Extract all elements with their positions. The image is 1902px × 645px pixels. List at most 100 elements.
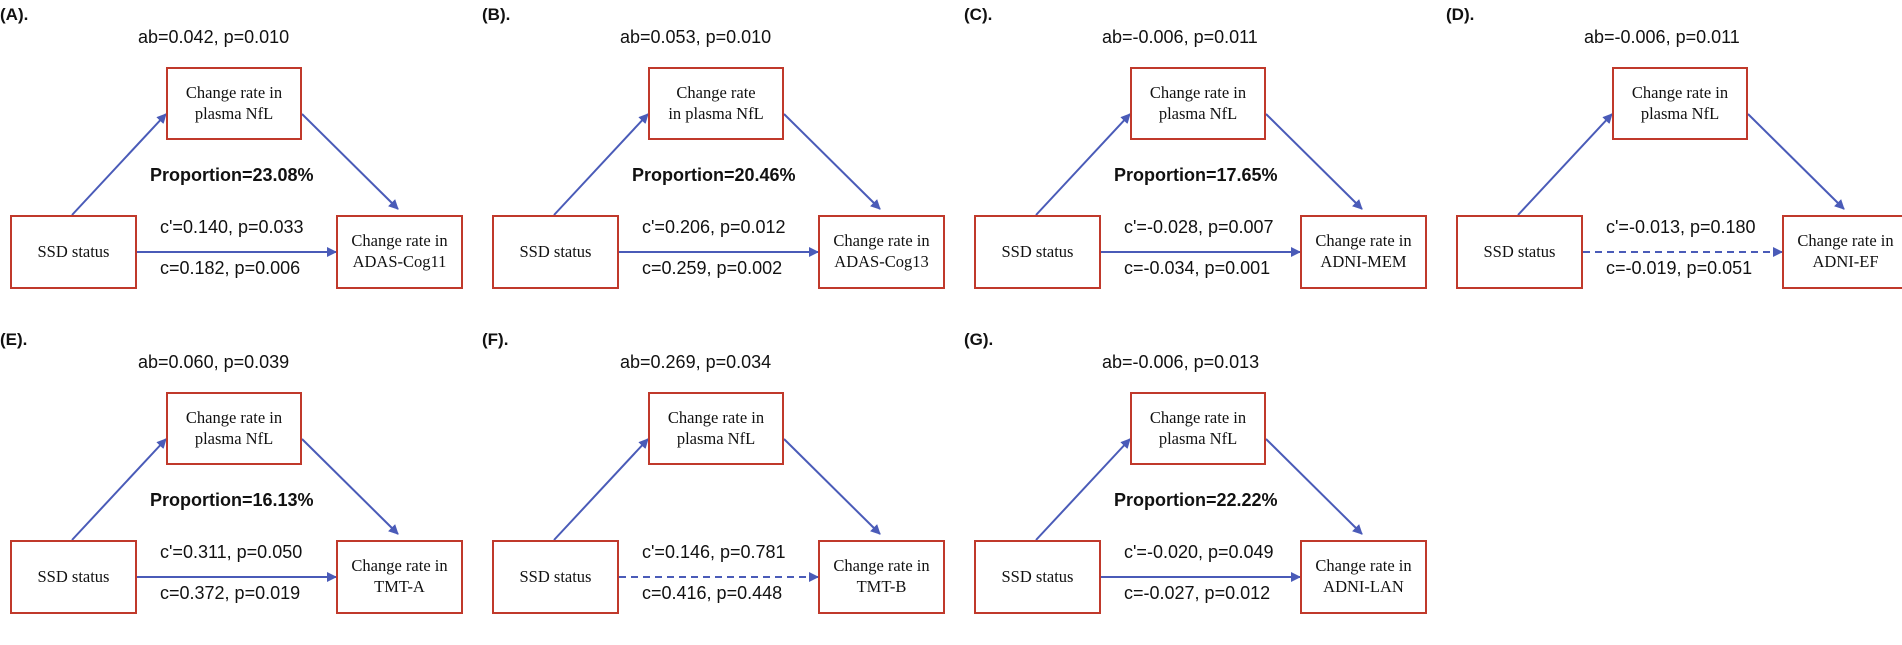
predictor-box: SSD status [492, 540, 619, 614]
total-effect-label: c=0.182, p=0.006 [160, 258, 301, 278]
outcome-box: Change rate in TMT-A [336, 540, 463, 614]
mediator-box: Change rate in plasma NfL [166, 392, 302, 465]
indirect-effect-label: ab=0.042, p=0.010 [138, 27, 290, 47]
mediator-box-text: Change rate in plasma NfL [667, 407, 765, 448]
path-arrows [553, 438, 881, 582]
outcome-box: Change rate in ADNI-LAN [1300, 540, 1427, 614]
predictor-box-text: SSD status [1483, 241, 1556, 261]
path-arrows [71, 113, 399, 257]
arrow-a-path [1035, 113, 1131, 216]
arrow-a-path [71, 438, 167, 541]
mediator-box: Change rate in plasma NfL [1130, 67, 1266, 140]
proportion-label: Proportion=22.22% [1114, 490, 1278, 510]
predictor-box-text: SSD status [37, 566, 110, 586]
arrow-b-path [301, 113, 399, 210]
outcome-box-text: Change rate in ADNI-MEM [1315, 231, 1412, 271]
indirect-effect-label: ab=0.060, p=0.039 [138, 352, 290, 372]
mediation-panel: (F). ab=0.269, p=0.034 c'=0.146, p=0.781 c=… [482, 325, 952, 645]
indirect-effect-label: ab=0.269, p=0.034 [620, 352, 772, 372]
path-arrows [1035, 113, 1363, 257]
arrow-b-path [1265, 113, 1363, 210]
direct-effect-label: c'=0.140, p=0.033 [160, 217, 304, 237]
predictor-box-text: SSD status [1001, 241, 1074, 261]
predictor-box-text: SSD status [1001, 566, 1074, 586]
path-arrows [553, 113, 881, 257]
outcome-box: Change rate in ADNI-EF [1782, 215, 1902, 289]
arrow-b-path [1265, 438, 1363, 535]
panel-label: (E). [0, 330, 28, 349]
outcome-box-text: Change rate in ADNI-LAN [1315, 556, 1412, 596]
predictor-box: SSD status [974, 215, 1101, 289]
outcome-box: Change rate in ADNI-MEM [1300, 215, 1427, 289]
mediator-box: Change rate in plasma NfL [1612, 67, 1748, 140]
total-effect-label: c=0.259, p=0.002 [642, 258, 783, 278]
outcome-box: Change rate in ADAS-Cog11 [336, 215, 463, 289]
predictor-box-text: SSD status [37, 241, 110, 261]
path-arrows [1517, 113, 1845, 257]
arrow-b-path [783, 113, 881, 210]
total-effect-label: c=0.372, p=0.019 [160, 583, 301, 603]
arrow-b-path [301, 438, 399, 535]
outcome-box-text: Change rate in TMT-A [351, 556, 448, 596]
mediator-box: Change rate in plasma NfL [648, 67, 784, 140]
predictor-box: SSD status [1456, 215, 1583, 289]
panel-label: (D). [1446, 5, 1475, 24]
direct-effect-label: c'=-0.013, p=0.180 [1606, 217, 1756, 237]
mediator-box-text: Change rate in plasma NfL [1149, 407, 1247, 448]
proportion-label: Proportion=20.46% [632, 165, 796, 185]
indirect-effect-label: ab=0.053, p=0.010 [620, 27, 772, 47]
arrow-b-path [1747, 113, 1845, 210]
indirect-effect-label: ab=-0.006, p=0.013 [1102, 352, 1260, 372]
path-arrows [71, 438, 399, 582]
mediator-box: Change rate in plasma NfL [1130, 392, 1266, 465]
arrow-a-path [1517, 113, 1613, 216]
predictor-box-text: SSD status [519, 241, 592, 261]
predictor-box: SSD status [492, 215, 619, 289]
panel-label: (A). [0, 5, 29, 24]
indirect-effect-label: ab=-0.006, p=0.011 [1584, 27, 1740, 47]
arrow-a-path [553, 113, 649, 216]
outcome-box-text: Change rate in ADAS-Cog11 [351, 231, 448, 271]
arrow-a-path [71, 113, 167, 216]
outcome-box: Change rate in TMT-B [818, 540, 945, 614]
predictor-box: SSD status [10, 215, 137, 289]
proportion-label: Proportion=16.13% [150, 490, 314, 510]
indirect-effect-label: ab=-0.006, p=0.011 [1102, 27, 1258, 47]
mediation-panel: (D). ab=-0.006, p=0.011 c'=-0.013, p=0.180… [1446, 0, 1902, 320]
proportion-label: Proportion=23.08% [150, 165, 314, 185]
arrow-b-path [783, 438, 881, 535]
total-effect-label: c=-0.034, p=0.001 [1124, 258, 1271, 278]
predictor-box: SSD status [10, 540, 137, 614]
proportion-label: Proportion=17.65% [1114, 165, 1278, 185]
panel-label: (B). [482, 5, 511, 24]
direct-effect-label: c'=0.206, p=0.012 [642, 217, 786, 237]
mediator-box-text: Change rate in plasma NfL [668, 82, 764, 123]
mediator-box: Change rate in plasma NfL [166, 67, 302, 140]
total-effect-label: c=-0.027, p=0.012 [1124, 583, 1271, 603]
arrow-a-path [1035, 438, 1131, 541]
total-effect-label: c=-0.019, p=0.051 [1606, 258, 1753, 278]
direct-effect-label: c'=-0.020, p=0.049 [1124, 542, 1274, 562]
direct-effect-label: c'=-0.028, p=0.007 [1124, 217, 1274, 237]
mediator-box-text: Change rate in plasma NfL [1149, 82, 1247, 123]
direct-effect-label: c'=0.146, p=0.781 [642, 542, 786, 562]
mediator-box-text: Change rate in plasma NfL [185, 407, 283, 448]
mediator-box-text: Change rate in plasma NfL [185, 82, 283, 123]
outcome-box-text: Change rate in TMT-B [833, 556, 930, 596]
outcome-box-text: Change rate in ADAS-Cog13 [833, 231, 930, 271]
mediator-box: Change rate in plasma NfL [648, 392, 784, 465]
predictor-box-text: SSD status [519, 566, 592, 586]
panel-label: (F). [482, 330, 509, 349]
arrow-a-path [553, 438, 649, 541]
predictor-box: SSD status [974, 540, 1101, 614]
outcome-box-text: Change rate in ADNI-EF [1797, 231, 1894, 271]
total-effect-label: c=0.416, p=0.448 [642, 583, 783, 603]
mediator-box-text: Change rate in plasma NfL [1631, 82, 1729, 123]
panel-label: (G). [964, 330, 994, 349]
path-arrows [1035, 438, 1363, 582]
